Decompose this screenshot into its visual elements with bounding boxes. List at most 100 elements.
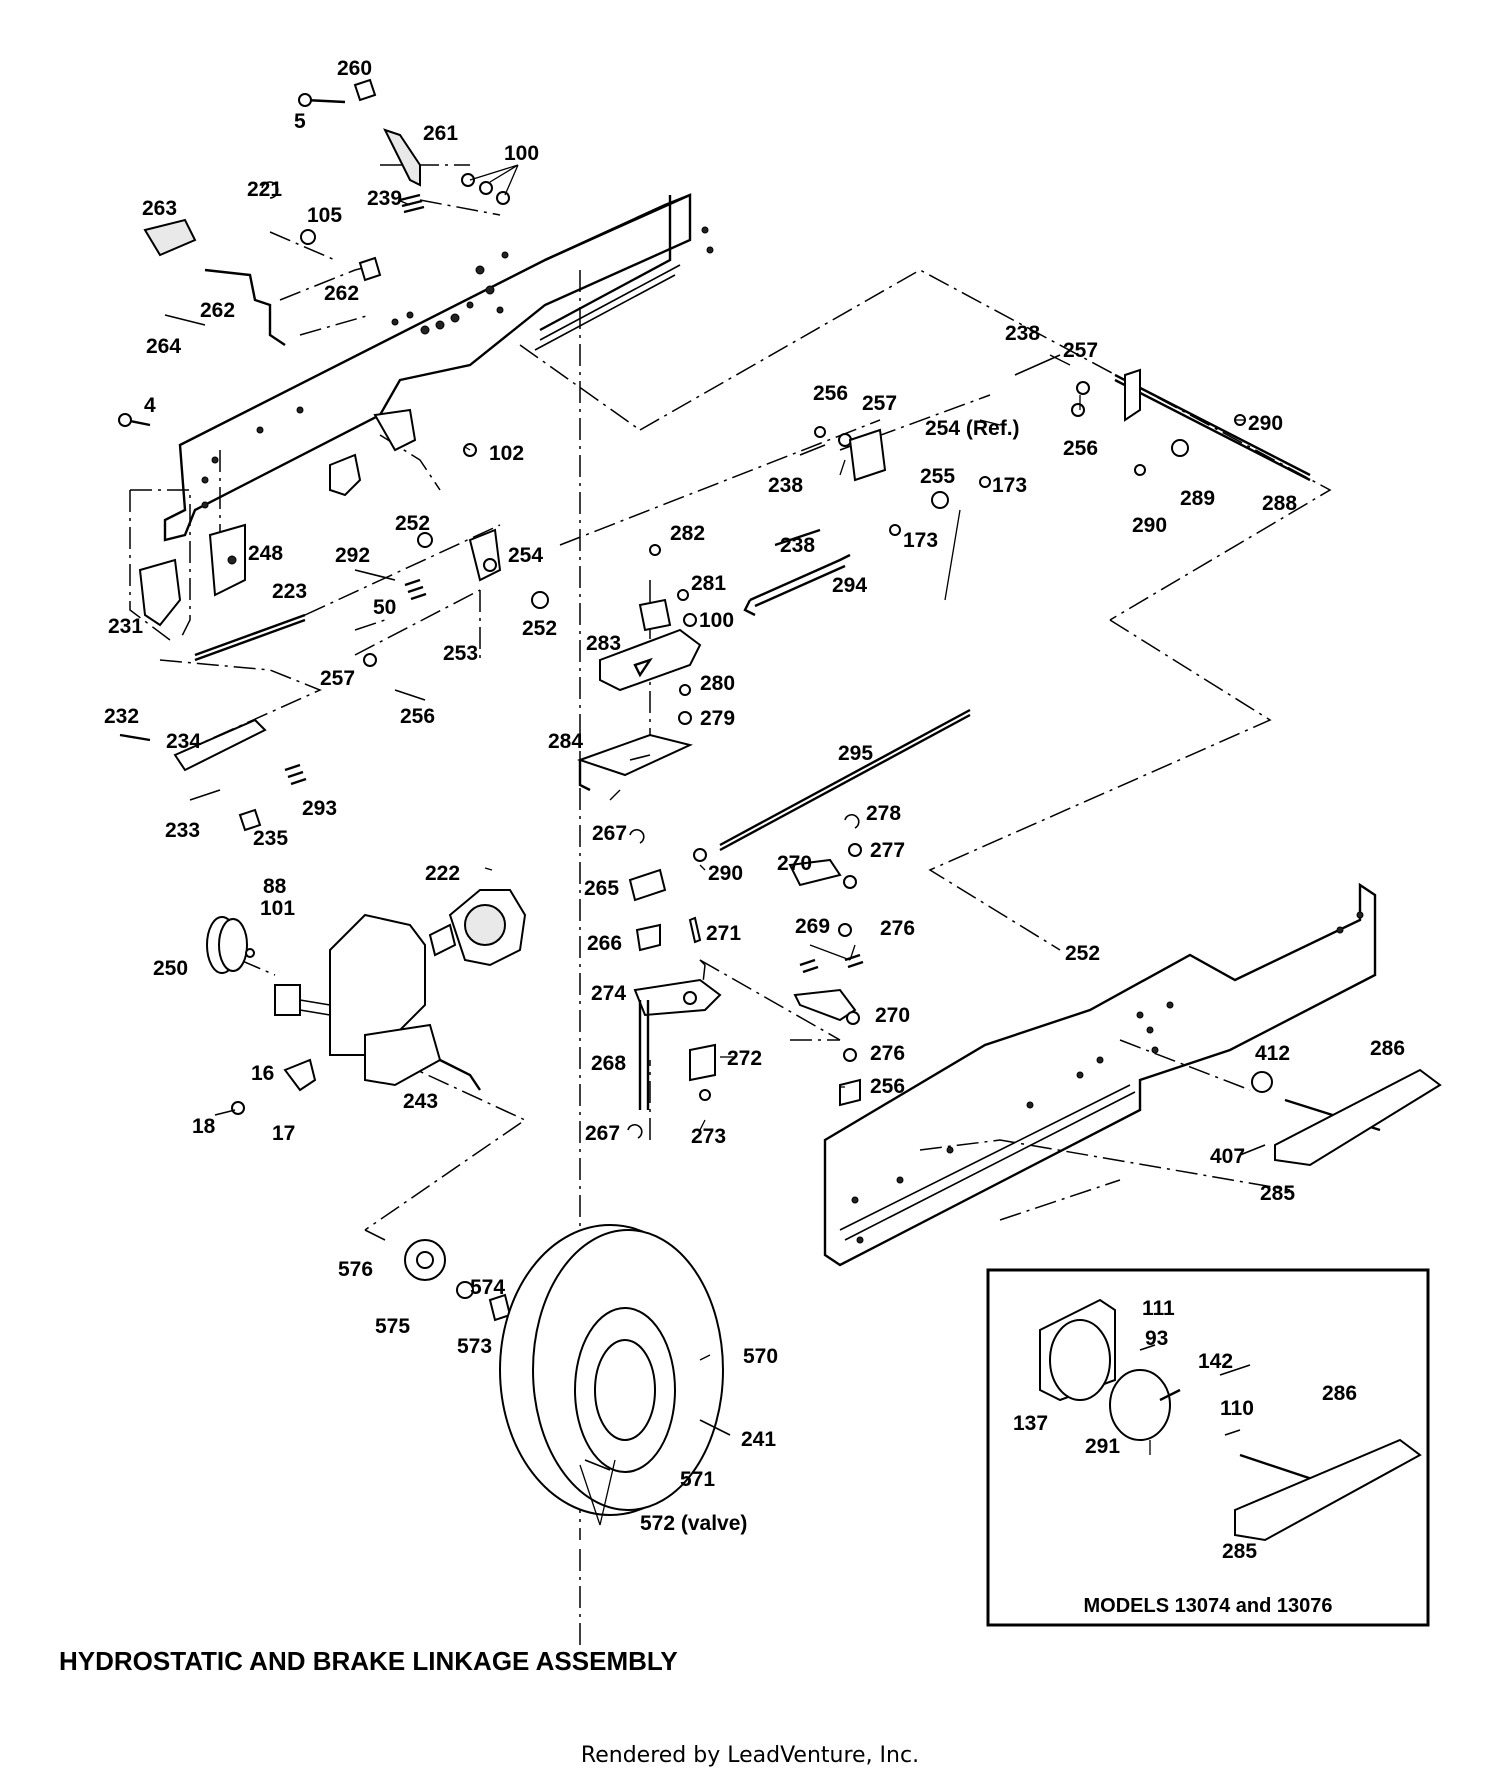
right-frame-rail [823, 882, 1377, 1267]
callout-283: 283 [586, 632, 621, 655]
callout-223: 223 [272, 580, 307, 603]
callout-281: 281 [691, 572, 726, 595]
callout-291: 291 [1085, 1435, 1120, 1458]
callout-235: 235 [253, 827, 288, 850]
callout-278: 278 [866, 802, 901, 825]
callout-222: 222 [425, 862, 460, 885]
callout-572-valve: 572 (valve) [640, 1512, 747, 1535]
callout-274: 274 [591, 982, 626, 1005]
leader-lines [397, 164, 1245, 1526]
callout-248: 248 [248, 542, 283, 565]
inset-caption: MODELS 13074 and 13076 [1083, 1595, 1332, 1617]
callout-264: 264 [146, 335, 181, 358]
callout-276-b: 276 [870, 1042, 905, 1065]
callout-253: 253 [443, 642, 478, 665]
callout-labels: 260 5 261 100 221 105 239 263 262 262 26… [104, 57, 1405, 1563]
callout-263: 263 [142, 197, 177, 220]
brake-pedal-parts [118, 78, 510, 497]
callout-282: 282 [670, 522, 705, 545]
callout-234: 234 [166, 730, 201, 753]
callout-260: 260 [337, 57, 372, 80]
callout-102: 102 [489, 442, 524, 465]
callout-100-b: 100 [699, 609, 734, 632]
callout-270: 270 [777, 852, 812, 875]
callout-289: 289 [1180, 487, 1215, 510]
callout-295: 295 [838, 742, 873, 765]
callout-407: 407 [1210, 1145, 1245, 1168]
callout-137: 137 [1013, 1412, 1048, 1435]
callout-258: 256 [400, 705, 435, 728]
callout-290: 290 [1248, 412, 1283, 435]
callout-272: 272 [727, 1047, 762, 1070]
callout-412: 412 [1255, 1042, 1290, 1065]
callout-252: 252 [395, 512, 430, 535]
callout-257-b: 257 [862, 392, 897, 415]
callout-571: 571 [680, 1468, 715, 1491]
callout-50: 50 [373, 596, 396, 619]
footer-credit: Rendered by LeadVenture, Inc. [581, 1743, 919, 1768]
callout-290-c: 290 [708, 862, 743, 885]
callout-173: 173 [992, 474, 1027, 497]
callout-232: 232 [104, 705, 139, 728]
callout-285-b: 285 [1222, 1540, 1257, 1563]
callout-238-b: 238 [768, 474, 803, 497]
callout-262-b: 262 [200, 299, 235, 322]
control-bracket-parts [576, 544, 702, 792]
callout-271: 271 [706, 922, 741, 945]
callout-276: 276 [880, 917, 915, 940]
callout-285: 285 [1260, 1182, 1295, 1205]
callout-575: 575 [375, 1315, 410, 1338]
callout-252-c: 252 [1065, 942, 1100, 965]
callout-270-b: 270 [875, 1004, 910, 1027]
callout-142: 142 [1198, 1350, 1233, 1373]
callout-100: 100 [504, 142, 539, 165]
callout-267-b: 267 [585, 1122, 620, 1145]
callout-280: 280 [700, 672, 735, 695]
callout-293: 293 [302, 797, 337, 820]
transmission [206, 889, 527, 1116]
callout-238-c: 238 [780, 534, 815, 557]
callout-101: 101 [260, 897, 295, 920]
callout-286: 286 [1370, 1037, 1405, 1060]
callout-16: 16 [251, 1062, 274, 1085]
callout-573: 573 [457, 1335, 492, 1358]
callout-18: 18 [192, 1115, 216, 1138]
callout-262: 262 [324, 282, 359, 305]
callout-275: 256 [870, 1075, 905, 1098]
callout-266: 266 [587, 932, 622, 955]
callout-292: 292 [335, 544, 370, 567]
left-frame-rail [163, 193, 714, 542]
callout-269: 269 [795, 915, 830, 938]
callout-243: 243 [403, 1090, 438, 1113]
callout-267: 267 [592, 822, 627, 845]
callout-93: 93 [1145, 1327, 1168, 1350]
callout-294: 294 [832, 574, 867, 597]
callout-290-b: 290 [1132, 514, 1167, 537]
callout-265: 265 [584, 877, 619, 900]
hydro-control-parts [627, 708, 971, 1139]
callout-238: 238 [1005, 322, 1040, 345]
callout-111: 111 [1142, 1297, 1175, 1320]
callout-273: 273 [691, 1125, 726, 1148]
wheel-assembly [364, 1224, 731, 1516]
callout-5: 5 [294, 110, 306, 133]
callout-277: 277 [870, 839, 905, 862]
callout-286-b: 286 [1322, 1382, 1357, 1405]
callout-574: 574 [470, 1276, 505, 1299]
callout-279: 279 [700, 707, 735, 730]
callout-105: 105 [307, 204, 342, 227]
callout-257-c: 257 [320, 667, 355, 690]
callout-221: 221 [247, 178, 282, 201]
callout-233: 233 [165, 819, 200, 842]
right-linkage-parts [743, 354, 1311, 617]
callout-173-b: 173 [903, 529, 938, 552]
page-title: HYDROSTATIC AND BRAKE LINKAGE ASSEMBLY [59, 1646, 678, 1676]
callout-252-b: 252 [522, 617, 557, 640]
linkage-left [119, 523, 549, 832]
callout-256: 256 [1063, 437, 1098, 460]
callout-256-b: 256 [813, 382, 848, 405]
brake-pedal [1239, 1068, 1442, 1167]
callout-4: 4 [144, 394, 156, 417]
callout-254-ref: 254 (Ref.) [925, 417, 1020, 440]
